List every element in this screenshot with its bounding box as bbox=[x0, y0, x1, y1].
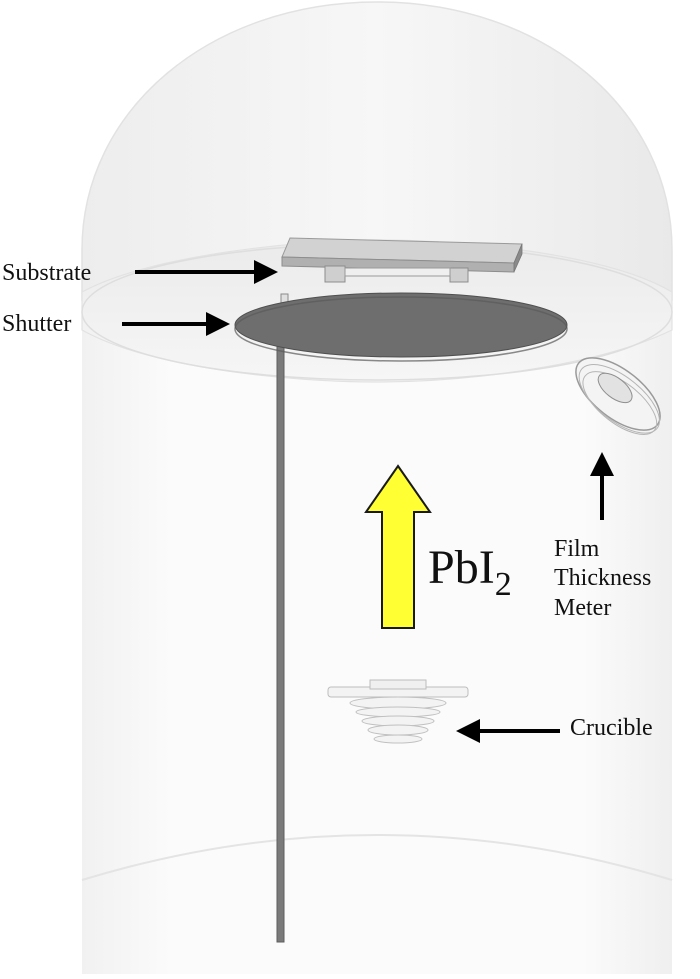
chamber-bottom-rim bbox=[81, 834, 673, 881]
shutter-rod bbox=[276, 329, 285, 943]
film-label-line-2: Thickness bbox=[554, 565, 652, 592]
shutter-disk bbox=[234, 292, 568, 358]
film-thickness-meter-label: Film Thickness Meter bbox=[554, 535, 694, 623]
substrate-label: Substrate bbox=[2, 260, 92, 286]
film-thickness-meter bbox=[575, 357, 661, 435]
chamber-wall bbox=[82, 280, 672, 974]
formula-subscript: 2 bbox=[494, 566, 512, 603]
crucible-label: Crucible bbox=[570, 715, 653, 741]
substrate-holder bbox=[281, 237, 523, 283]
chamber-dome bbox=[81, 1, 673, 301]
crucible bbox=[327, 679, 469, 744]
film-label-line-3: Meter bbox=[554, 594, 612, 621]
pbi2-formula-label: PbI2 bbox=[428, 541, 512, 602]
film-label-line-1: Film bbox=[554, 536, 600, 562]
shutter-label: Shutter bbox=[2, 311, 72, 337]
formula-main: PbI bbox=[428, 541, 495, 594]
vapor-arrow bbox=[364, 464, 432, 629]
shutter-disk-edge bbox=[234, 296, 568, 362]
